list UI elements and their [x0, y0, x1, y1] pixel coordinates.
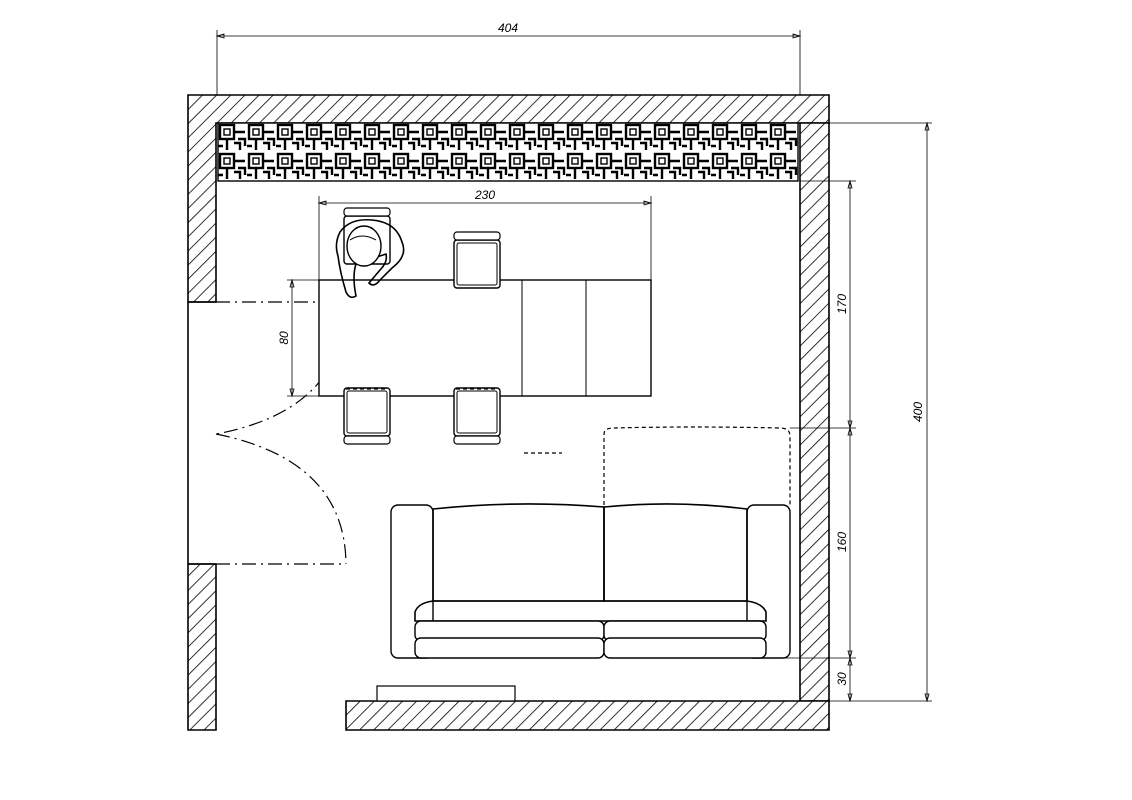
- chair-bottom-left: [343, 387, 391, 445]
- walls: [187, 94, 830, 731]
- sofa-seat-left: [414, 637, 605, 659]
- sofa-back-right: [603, 503, 748, 602]
- dimension-table-length: 230: [317, 188, 653, 280]
- sofa: [390, 503, 791, 659]
- right-segment-top-label: 170: [835, 294, 849, 314]
- threshold-step: [376, 685, 516, 702]
- wall-left-lower: [187, 563, 217, 731]
- door-swing-arc-lower: [215, 433, 347, 565]
- table-width-label: 80: [277, 331, 291, 345]
- dimension-table-width: 80: [277, 278, 319, 398]
- right-segment-mid-label: 160: [835, 532, 849, 552]
- table-length-label: 230: [474, 188, 495, 202]
- seated-person-figure: [335, 218, 405, 299]
- table-top: [318, 279, 652, 397]
- right-segment-bottom-label: 30: [835, 672, 849, 686]
- room-depth-label: 400: [911, 402, 925, 422]
- chair-top-right: [453, 231, 501, 289]
- dimension-room-width: 404: [215, 21, 802, 95]
- sofa-seat-right: [603, 637, 767, 659]
- wall-bottom: [345, 700, 830, 731]
- sofa-back-left: [432, 503, 605, 602]
- wall-right: [799, 122, 830, 702]
- chair-bottom-right: [453, 387, 501, 445]
- person-head: [346, 225, 382, 267]
- dimension-room-depth: 400: [800, 121, 932, 703]
- decorative-tile-strip: [217, 122, 799, 182]
- recliner-extension: [603, 426, 791, 505]
- dimension-right-chain: 170 160 30: [766, 179, 856, 703]
- room-width-label: 404: [498, 21, 518, 35]
